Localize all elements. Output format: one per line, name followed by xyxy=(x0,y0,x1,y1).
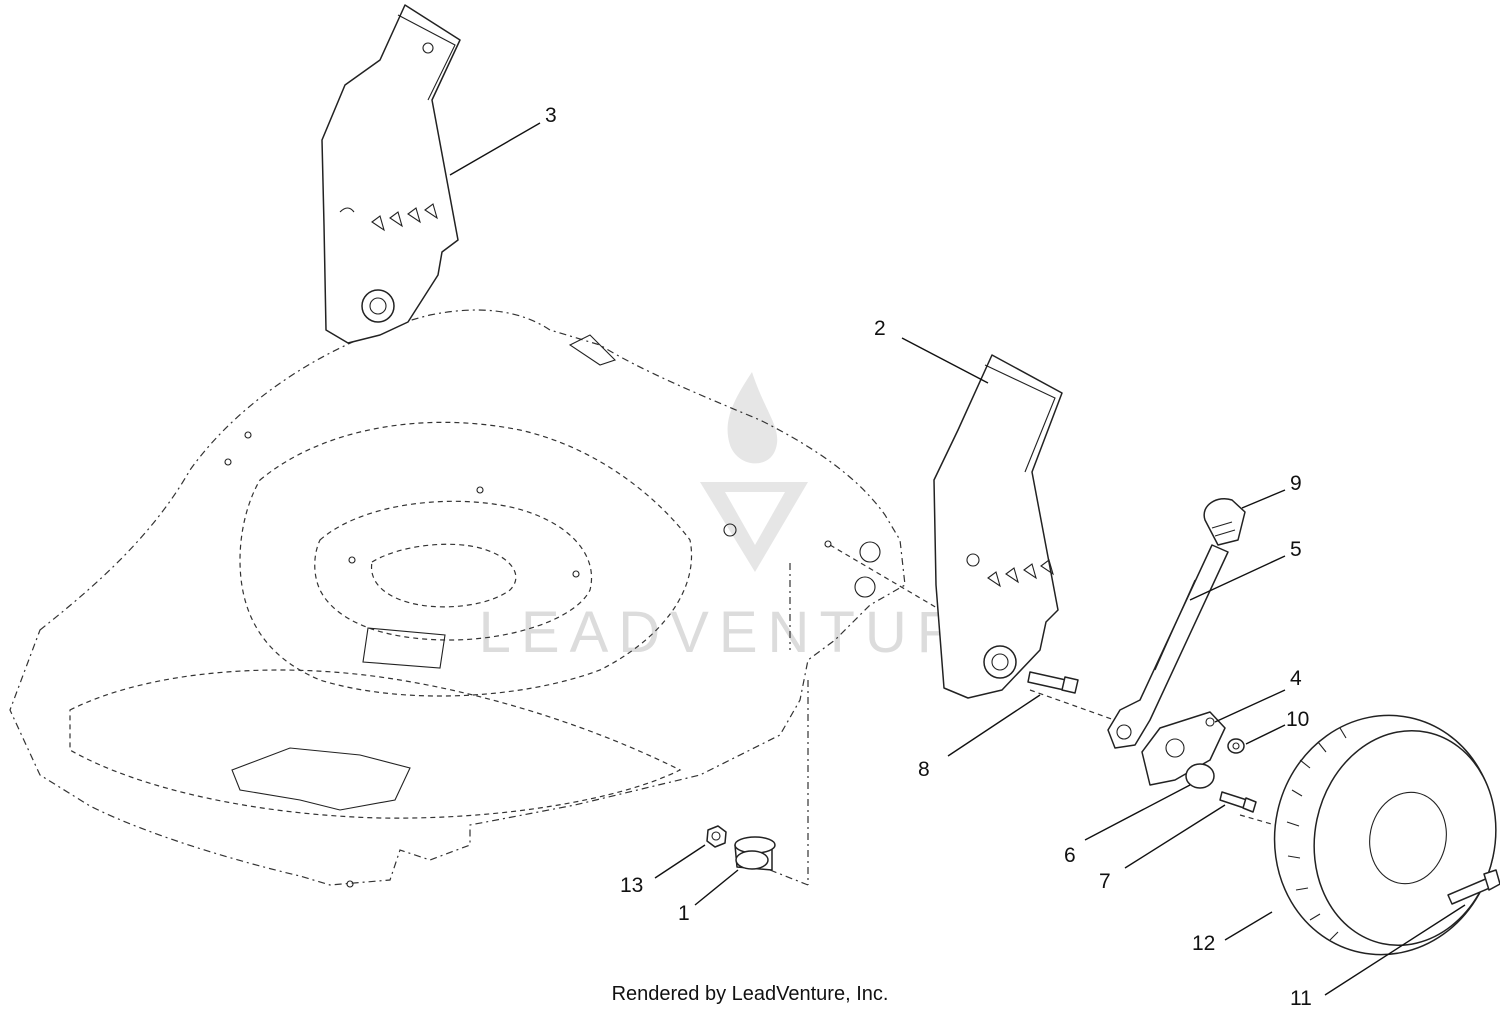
leader-line-11 xyxy=(1324,904,1466,996)
callout-13: 13 xyxy=(620,874,643,897)
part-1-bushing xyxy=(734,836,776,871)
callout-7: 7 xyxy=(1099,870,1111,893)
callout-2: 2 xyxy=(874,317,886,340)
callout-8: 8 xyxy=(918,758,930,781)
part-2-front-height-bracket xyxy=(933,354,1063,699)
callout-5: 5 xyxy=(1290,538,1302,561)
leader-line-5 xyxy=(1189,555,1286,601)
part-11-wheel-bolt xyxy=(1447,869,1500,905)
part-13-nut xyxy=(706,825,727,848)
leader-line-2 xyxy=(901,337,989,384)
leader-line-3 xyxy=(449,122,541,176)
leader-line-12 xyxy=(1224,911,1273,941)
watermark-text: LEADVENTURE xyxy=(479,600,1018,665)
callout-6: 6 xyxy=(1064,844,1076,867)
leader-line-13 xyxy=(654,844,706,879)
callout-4: 4 xyxy=(1290,667,1302,690)
part-9-lever-knob xyxy=(1203,498,1246,546)
part-7-bolt xyxy=(1219,791,1257,813)
part-3-rear-height-bracket xyxy=(321,4,461,344)
callout-1: 1 xyxy=(678,902,690,925)
part-6-spacer xyxy=(1185,763,1215,789)
leader-line-1 xyxy=(694,869,739,906)
leader-line-4 xyxy=(1214,689,1286,723)
part-4-pivot-plate xyxy=(1141,711,1226,786)
callout-3: 3 xyxy=(545,104,557,127)
leader-line-7 xyxy=(1124,804,1226,869)
leader-line-8 xyxy=(947,694,1041,757)
flame-logo-icon xyxy=(700,372,808,572)
leader-lines xyxy=(449,122,1466,996)
footer-credit: Rendered by LeadVenture, Inc. xyxy=(611,983,889,1005)
leader-line-10 xyxy=(1245,724,1286,745)
part-8-bolt xyxy=(1027,671,1079,694)
callout-12: 12 xyxy=(1192,932,1215,955)
part-10-washer xyxy=(1227,738,1245,754)
watermark: LEADVENTURE xyxy=(479,372,1018,665)
leader-line-9 xyxy=(1241,489,1286,509)
callouts: 3 2 9 5 4 10 8 6 7 13 1 12 11 xyxy=(545,104,1312,1010)
callout-10: 10 xyxy=(1286,708,1309,731)
callout-9: 9 xyxy=(1290,472,1302,495)
leader-line-6 xyxy=(1084,784,1191,841)
part-12-wheel xyxy=(1273,714,1497,956)
callout-11: 11 xyxy=(1290,987,1312,1010)
